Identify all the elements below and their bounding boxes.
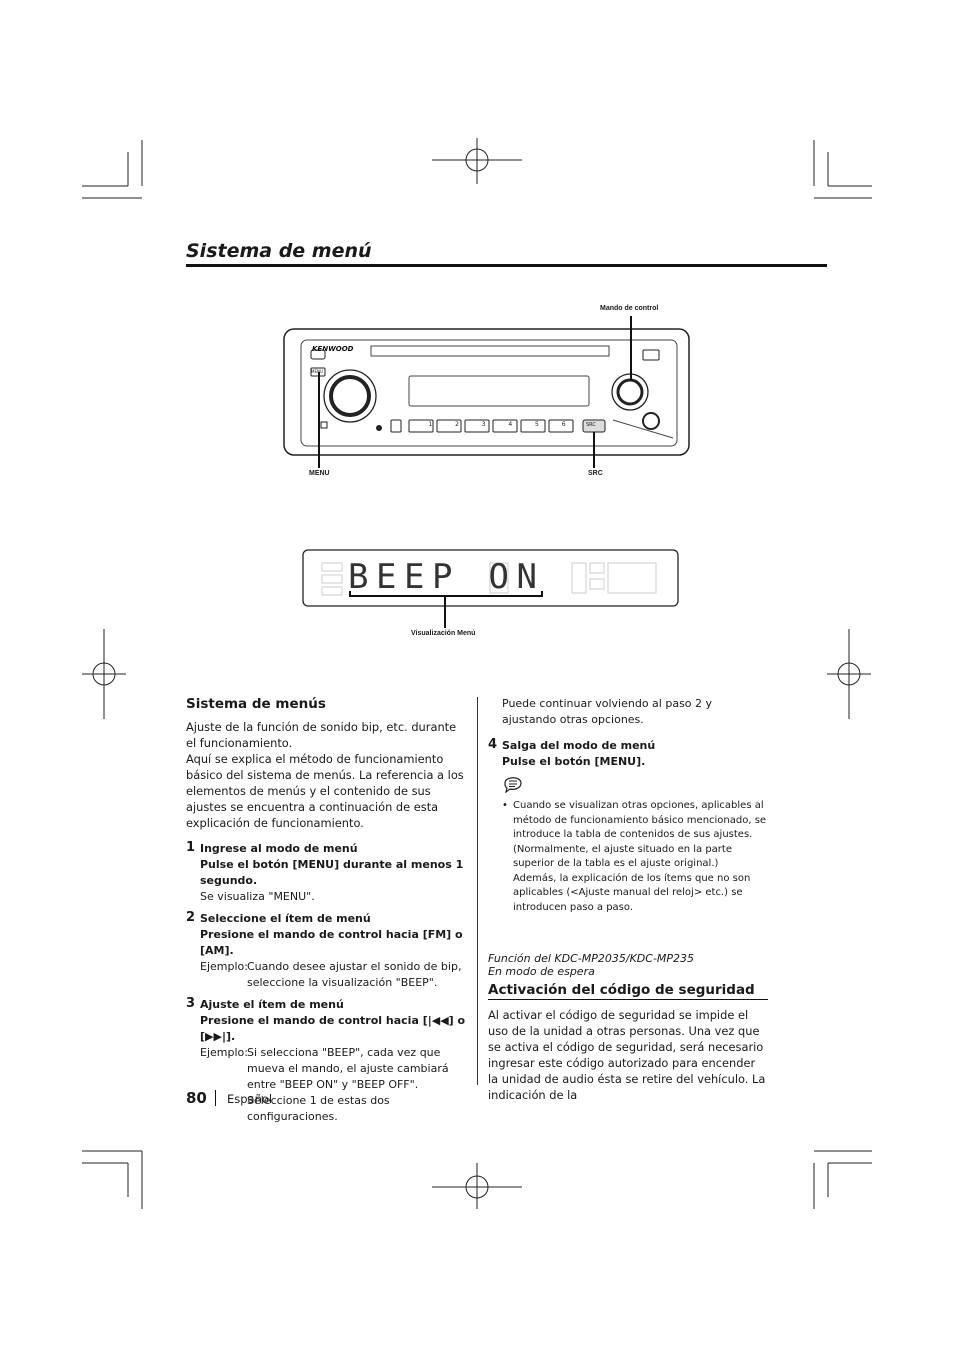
src-button-label: SRC bbox=[586, 422, 596, 428]
lcd-characters: B E E P O N bbox=[348, 557, 538, 597]
language-label: Español bbox=[227, 1092, 273, 1106]
step-4: 4 Salga del modo de menú Pulse el botón … bbox=[488, 737, 768, 770]
step-action: Pulse el botón [MENU] durante al menos 1… bbox=[200, 858, 464, 887]
menu-button-label: MENU bbox=[311, 369, 323, 374]
step-title: Ingrese al modo de menú bbox=[200, 842, 358, 855]
lcd-char: N bbox=[516, 557, 538, 597]
function-line-1: Función del KDC-MP2035/KDC-MP235 bbox=[488, 952, 695, 965]
step-example: Ejemplo: Si selecciona "BEEP", cada vez … bbox=[200, 1045, 466, 1125]
label-visualizacion-menu: Visualización Menú bbox=[411, 630, 476, 637]
preset-4: 4 bbox=[508, 421, 513, 428]
label-menu: MENU bbox=[309, 470, 330, 477]
intro-paragraph-1: Ajuste de la función de sonido bip, etc.… bbox=[186, 720, 457, 750]
lcd-char: O bbox=[488, 557, 510, 597]
function-info: Función del KDC-MP2035/KDC-MP235 En modo… bbox=[488, 952, 768, 978]
function-line-2: En modo de espera bbox=[488, 965, 595, 978]
left-column: Sistema de menús Ajuste de la función de… bbox=[186, 696, 466, 1125]
right-column: Puede continuar volviendo al paso 2 y aj… bbox=[488, 696, 768, 1103]
lcd-display bbox=[302, 549, 679, 609]
note-icon bbox=[504, 777, 522, 794]
preset-buttons: 1 2 3 4 5 6 bbox=[417, 421, 577, 428]
title-rule bbox=[186, 264, 827, 267]
brand-logo: KENWOOD bbox=[312, 345, 354, 353]
label-src: SRC bbox=[588, 470, 603, 477]
lcd-char: E bbox=[404, 557, 426, 597]
note-item: • Cuando se visualizan otras opciones, a… bbox=[502, 799, 768, 915]
column-divider bbox=[477, 697, 478, 1085]
step-example: Ejemplo: Cuando desee ajustar el sonido … bbox=[200, 959, 466, 991]
section-heading-seguridad: Activación del código de seguridad bbox=[488, 982, 768, 1000]
lcd-char: P bbox=[432, 557, 454, 597]
step-action: Pulse el botón [MENU]. bbox=[502, 755, 646, 768]
note-bullet: • bbox=[502, 800, 508, 811]
example-text: Si selecciona "BEEP", cada vez que mueva… bbox=[247, 1046, 449, 1123]
label-mando-de-control: Mando de control bbox=[600, 305, 659, 312]
preset-2: 2 bbox=[455, 421, 459, 428]
preset-1: 1 bbox=[428, 421, 433, 428]
page-title: Sistema de menú bbox=[186, 240, 372, 262]
preset-3: 3 bbox=[481, 421, 486, 428]
step-title: Ajuste el ítem de menú bbox=[200, 998, 344, 1011]
step-number: 2 bbox=[186, 910, 196, 925]
preset-6: 6 bbox=[561, 421, 566, 428]
head-unit-faceplate bbox=[283, 328, 690, 456]
step-title: Salga del modo de menú bbox=[502, 739, 656, 752]
step-action: Presione el mando de control hacia [|◀◀]… bbox=[200, 1014, 466, 1043]
step-1: 1 Ingrese al modo de menú Pulse el botón… bbox=[186, 840, 466, 905]
note-text-1: Cuando se visualizan otras opciones, apl… bbox=[513, 800, 767, 869]
section-heading-sistema-menus: Sistema de menús bbox=[186, 696, 326, 712]
lcd-char: E bbox=[376, 557, 398, 597]
note-text-2: Además, la explicación de los ítems que … bbox=[513, 872, 751, 913]
example-label: Ejemplo: bbox=[200, 1046, 248, 1059]
lcd-char bbox=[460, 557, 482, 597]
step-3: 3 Ajuste el ítem de menú Presione el man… bbox=[186, 996, 466, 1125]
page-number-separator bbox=[215, 1090, 216, 1106]
security-paragraph: Al activar el código de seguridad se imp… bbox=[488, 1008, 766, 1102]
example-text: Cuando desee ajustar el sonido de bip, s… bbox=[247, 960, 462, 989]
step-number: 3 bbox=[186, 996, 196, 1011]
step-action: Presione el mando de control hacia [FM] … bbox=[200, 928, 463, 957]
step-note: Se visualiza "MENU". bbox=[200, 890, 315, 903]
preset-5: 5 bbox=[535, 421, 539, 428]
example-label: Ejemplo: bbox=[200, 960, 248, 973]
step-number: 1 bbox=[186, 840, 196, 855]
step-2: 2 Seleccione el ítem de menú Presione el… bbox=[186, 910, 466, 991]
note-block: • Cuando se visualizan otras opciones, a… bbox=[488, 773, 768, 915]
step-title: Seleccione el ítem de menú bbox=[200, 912, 371, 925]
intro-paragraph-2: Aquí se explica el método de funcionamie… bbox=[186, 752, 464, 830]
step-number: 4 bbox=[488, 737, 498, 752]
lcd-char: B bbox=[348, 557, 370, 597]
continue-text: Puede continuar volviendo al paso 2 y aj… bbox=[502, 697, 713, 726]
page-number: 80 bbox=[186, 1089, 207, 1107]
